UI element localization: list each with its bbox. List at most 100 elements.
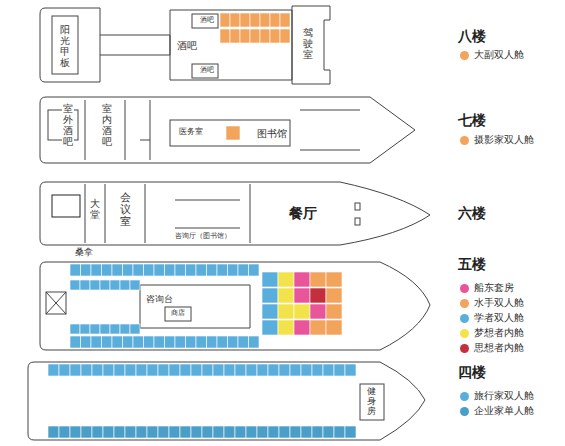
- cabin: [301, 364, 312, 376]
- cabin: [301, 426, 312, 438]
- cabin: [294, 320, 310, 335]
- cabin: [70, 324, 80, 334]
- legend-item: 大副双人舱: [460, 48, 524, 62]
- cabin: [290, 426, 301, 438]
- cabin: [80, 324, 90, 334]
- cabin: [91, 264, 102, 276]
- cabin: [270, 13, 280, 27]
- window: [355, 203, 360, 210]
- legend-text: 学者双人舱: [474, 311, 524, 325]
- cabin: [268, 426, 279, 438]
- legend-swatch: [460, 407, 469, 416]
- bridge: [292, 6, 330, 84]
- cabin: [310, 272, 326, 287]
- cabin: [278, 272, 294, 287]
- legend-text: 梦想者内舱: [474, 326, 524, 340]
- cabin: [196, 336, 207, 348]
- room-name: 咨询厅（图书馆）: [174, 232, 232, 240]
- cabin: [310, 288, 326, 303]
- cabin: [326, 288, 342, 303]
- legend-swatch: [460, 299, 469, 308]
- cabin: [262, 272, 278, 287]
- cabin: [196, 264, 207, 276]
- cabin: [186, 336, 197, 348]
- cabin: [80, 280, 90, 290]
- deck6-walls: [85, 184, 250, 243]
- cabin: [154, 264, 165, 276]
- cabin: [345, 426, 356, 438]
- window: [355, 218, 360, 225]
- cabin: [180, 426, 191, 438]
- cabin: [175, 336, 186, 348]
- deck5-hull: [40, 262, 430, 350]
- room-name: 会议室: [119, 192, 132, 228]
- stairs: [300, 110, 360, 150]
- room-name: 医务室: [178, 127, 204, 136]
- cabin: [169, 426, 180, 438]
- cabin: [70, 280, 80, 290]
- cabin: [334, 364, 345, 376]
- cabin: [114, 364, 125, 376]
- cabin: [70, 426, 81, 438]
- cabin: [110, 280, 120, 290]
- cabin: [90, 324, 100, 334]
- cabin: [48, 426, 59, 438]
- cabin: [345, 364, 356, 376]
- cabin: [191, 426, 202, 438]
- cabin: [130, 324, 140, 334]
- cabin: [213, 364, 224, 376]
- cabin: [257, 364, 268, 376]
- cabin: [268, 364, 279, 376]
- cabin: [260, 29, 270, 43]
- cabin: [279, 364, 290, 376]
- cabin: [217, 336, 228, 348]
- cabin: [326, 304, 342, 319]
- cabin: [158, 364, 169, 376]
- legend-item: 旅行家双人舱: [460, 389, 534, 403]
- legend-swatch: [460, 51, 469, 60]
- cabin: [290, 364, 301, 376]
- cabin: [240, 13, 250, 27]
- deck-area: 阳光甲板: [59, 24, 71, 68]
- cabin: [250, 29, 260, 43]
- cabin: [217, 264, 228, 276]
- cabin: [238, 264, 249, 276]
- cabin: [228, 264, 239, 276]
- cabin: [278, 288, 294, 303]
- cabin: [169, 364, 180, 376]
- room-name: 商店: [170, 309, 186, 317]
- cabin: [100, 324, 110, 334]
- cabin: [312, 364, 323, 376]
- deck4-hull: [28, 362, 425, 440]
- deck-heading: 五楼: [458, 256, 486, 272]
- cabin: [133, 336, 144, 348]
- cabin: [175, 264, 186, 276]
- cabin: [323, 364, 334, 376]
- cabin: [202, 426, 213, 438]
- cabin: [123, 264, 134, 276]
- cabin: [133, 264, 144, 276]
- cabin: [120, 280, 130, 290]
- cabin: [144, 336, 155, 348]
- cabin: [280, 29, 290, 43]
- legend-text: 旅行家双人舱: [474, 389, 534, 403]
- legend-item: 思想者内舱: [460, 341, 524, 355]
- legend-swatch: [460, 344, 469, 353]
- legend-item: 企业家单人舱: [460, 404, 534, 418]
- room-name: 酒吧: [199, 16, 215, 24]
- cabin: [180, 364, 191, 376]
- deck-heading: 六楼: [458, 205, 486, 221]
- cabin: [102, 264, 113, 276]
- cabin: [91, 336, 102, 348]
- legend-item: 摄影家双人舱: [460, 133, 534, 147]
- cabin: [70, 336, 81, 348]
- cabin: [136, 426, 147, 438]
- cabin: [81, 336, 92, 348]
- legend-text: 摄影家双人舱: [474, 133, 534, 147]
- cabin: [246, 364, 257, 376]
- room-name: 大堂: [89, 198, 101, 220]
- cabin: [294, 304, 310, 319]
- cabin: [103, 364, 114, 376]
- cabin: [186, 264, 197, 276]
- cabin: [220, 13, 230, 27]
